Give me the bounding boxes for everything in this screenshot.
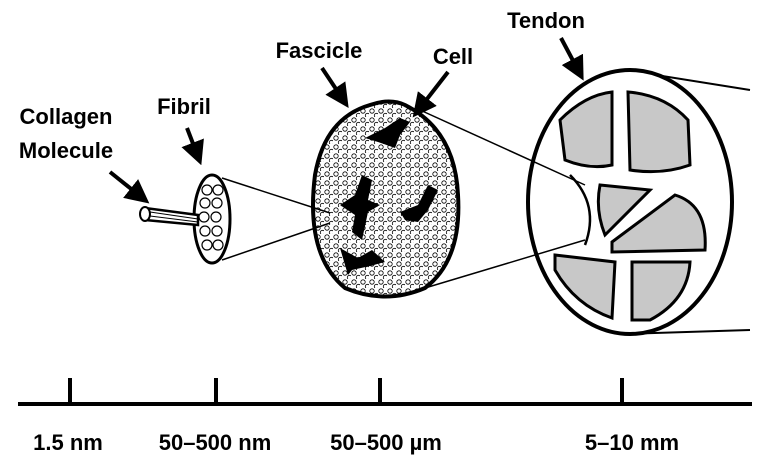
collagen-rod-end — [140, 207, 150, 221]
fibril-subunit — [211, 212, 221, 222]
scale-label: 50–500 µm — [330, 430, 442, 455]
fibril-subunit — [202, 185, 212, 195]
arrow-collagen — [110, 172, 140, 196]
fibril-subunit — [213, 240, 223, 250]
scale-label: 50–500 nm — [159, 430, 272, 455]
fibril-subunit — [202, 240, 212, 250]
arrow-fascicle — [322, 68, 342, 98]
scale-label: 5–10 mm — [585, 430, 679, 455]
label-collagen-line2: Molecule — [19, 138, 113, 163]
fibril-subunit — [213, 185, 223, 195]
fascicle — [313, 102, 458, 297]
fibril-subunit — [212, 198, 222, 208]
arrow-cell — [420, 72, 448, 108]
fibril-subunit — [200, 198, 210, 208]
fibril — [194, 175, 230, 263]
label-tendon: Tendon — [507, 8, 585, 33]
label-collagen-line1: Collagen — [20, 104, 113, 129]
label-cell: Cell — [433, 44, 473, 69]
scale-label: 1.5 nm — [33, 430, 103, 455]
tendon — [528, 70, 750, 334]
label-fibril: Fibril — [157, 94, 211, 119]
label-fascicle: Fascicle — [276, 38, 363, 63]
arrow-fibril — [187, 128, 197, 154]
scale-axis: 1.5 nm 50–500 nm 50–500 µm 5–10 mm — [18, 378, 752, 455]
collagen-molecule — [140, 207, 198, 225]
fibril-subunit — [200, 226, 210, 236]
arrow-tendon — [561, 38, 578, 70]
fibril-subunit — [199, 212, 209, 222]
fibril-subunit — [212, 226, 222, 236]
